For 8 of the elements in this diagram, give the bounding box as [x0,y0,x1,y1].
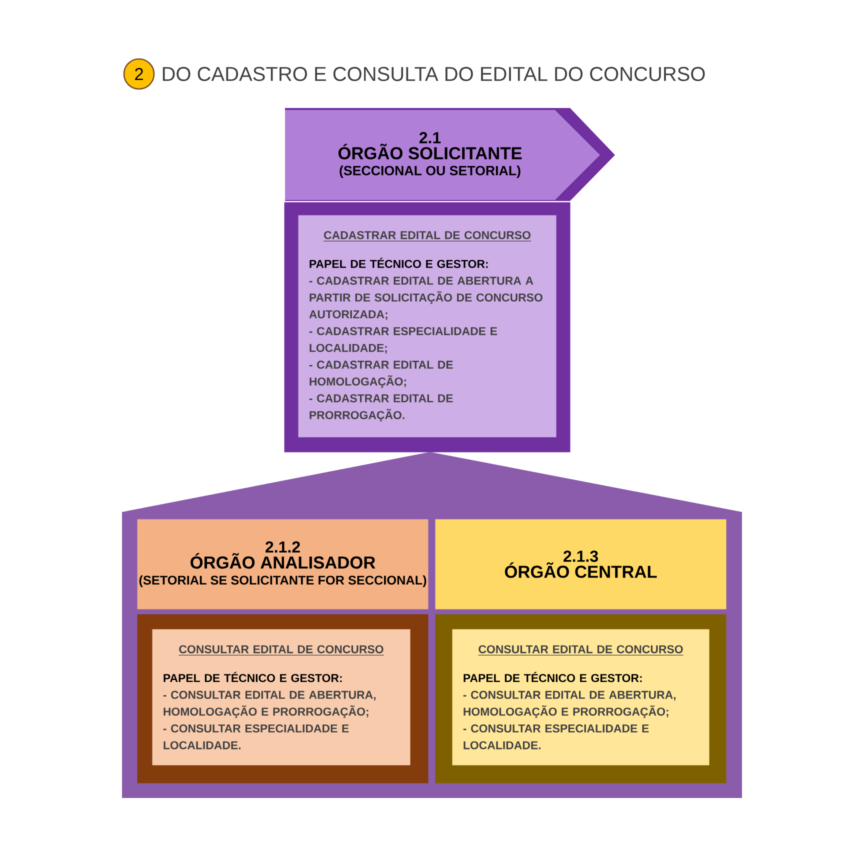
text-card: CONSULTAR EDITAL DE CONCURSO PAPEL DE TÉCNICO E GESTOR: - CONSULTAR EDITAL DE ABERTURA, HOMOLOGAÇÃO E PRORROGAÇÃO; - CONSULTAR ESPECIALIDADE E LOCALIDADE. [152,629,410,766]
number-badge: 2 [123,58,155,90]
title: DO CADASTRO E CONSULTA DO EDITAL DO CONCURSO [162,66,705,82]
arrow-banner: 2.1 ÓRGÃO SOLICITANTE (SECCIONAL OU SETORIAL) [285,108,615,201]
text-card: CADASTRAR EDITAL DE CONCURSO PAPEL DE TÉCNICO E GESTOR: - CADASTRAR EDITAL DE ABERTURA A PARTIR DE SOLICITAÇÃO DE CONCURSO AUTORIZADA; - CADASTRAR ESPECIALIDADE E LOCALIDADE; - CADASTRAR EDITAL DE HOMOLOGAÇÃO; - CADASTRAR EDITAL DE PRORROGAÇÃO. [298,215,556,438]
header-box: 2.1.3 ÓRGÃO CENTRAL [435,519,726,610]
text-card: CONSULTAR EDITAL DE CONCURSO PAPEL DE TÉCNICO E GESTOR: - CONSULTAR EDITAL DE ABERTURA, HOMOLOGAÇÃO E PRORROGAÇÃO; - CONSULTAR ESPECIALIDADE E LOCALIDADE. [452,629,710,766]
header-box: 2.1.2 ÓRGÃO ANALISADOR (SETORIAL SE SOLICITANTE FOR SECCIONAL) [137,519,428,610]
